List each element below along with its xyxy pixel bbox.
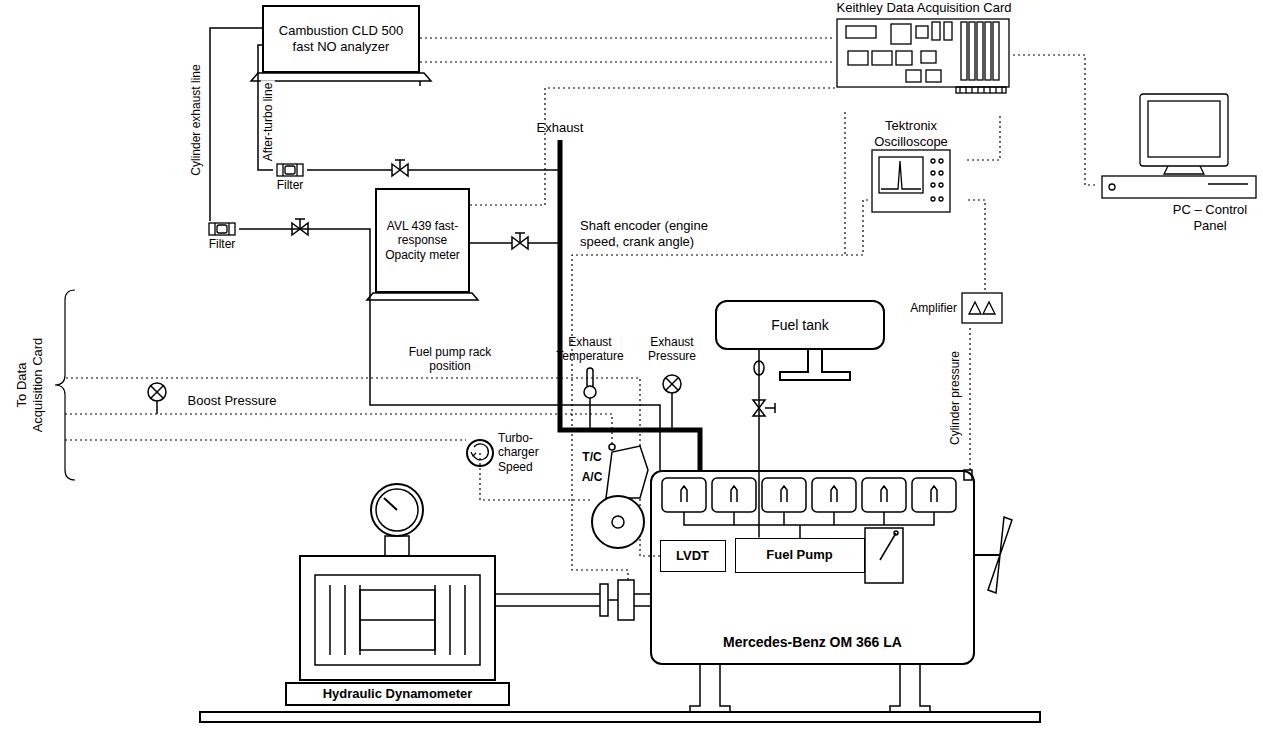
node-text: Keithley Data Acquisition Card [837,0,1012,16]
signal-line [967,114,1000,160]
signal-line [470,88,835,205]
filter-symbol [208,221,236,237]
signal-line [969,326,970,470]
annotation-label: Exhaust Temperature [551,335,629,364]
node-text: PC – Control Panel [1160,202,1260,233]
node-text: AVL 439 fast-response Opacity meter [385,219,460,262]
annotation-label: Exhaust Pressure [639,335,705,364]
annotation-label: To Data Acquisition Card [14,330,45,440]
filter-symbol: Filter [273,162,307,200]
fuel-pump-box: Fuel Pump [735,538,865,573]
node-text: Mercedes-Benz OM 366 LA [723,634,902,651]
tspeed-symbol [465,438,495,468]
fuel-tank: Fuel tank [715,300,885,350]
node-text: Cambustion CLD 500 fast NO analyzer [272,23,410,54]
annotation-label: Shaft encoder (engine speed, crank angle… [580,218,720,249]
dynamometer-label-box: Hydraulic Dynamometer [285,682,510,706]
node-text: Fuel Pump [766,547,832,563]
signal-line [420,37,835,38]
signal-line [967,200,985,290]
opacity-meter-box: AVL 439 fast-response Opacity meter [375,188,470,293]
control-pc: PC – Control Panel [1098,92,1260,242]
amp-symbol [961,292,1003,324]
pipe-line [758,350,760,538]
node-text: LVDT [676,548,709,564]
scope-symbol [871,149,951,213]
line-label: After-turbo line [261,81,275,164]
oscilloscope: Tektronix Oscilloscope [855,118,967,220]
data-acquisition-card: Keithley Data Acquisition Card [835,0,1013,114]
lvdt-box: LVDT [660,540,726,572]
line-label: Cylinder pressure [948,349,962,447]
annotation-label: A/C [582,470,603,484]
node-text: Fuel tank [771,317,829,334]
node-text: Filter [209,237,236,251]
card-symbol [836,16,1012,96]
annotation-label: T/C [582,450,601,464]
engine-block: Mercedes-Benz OM 366 LA LVDT Fuel Pump [650,470,975,665]
annotation-label: Fuel pump rack position [400,345,500,374]
signal-line [420,61,835,62]
filter-symbol [276,162,304,178]
annotation-label: Boost Pressure [188,393,277,409]
node-text: Filter [277,178,304,192]
node-text: Hydraulic Dynamometer [323,686,473,702]
pc-symbol [1098,92,1260,202]
pipe-line [210,28,262,221]
node-text: Tektronix Oscilloscope [855,118,967,149]
node-text: Turbo-charger Speed [498,431,554,474]
amplifier-box: Amplifier [903,290,1003,326]
annotation-label: Exhaust [537,120,584,136]
node-text: Amplifier [910,301,957,315]
analyzer-box: Cambustion CLD 500 fast NO analyzer [262,5,420,73]
signal-line [1013,55,1098,185]
line-label: Cylinder exhaust line [189,62,203,177]
filter-symbol: Filter [205,221,239,261]
speed-sensor: Turbo-charger Speed [465,425,570,480]
